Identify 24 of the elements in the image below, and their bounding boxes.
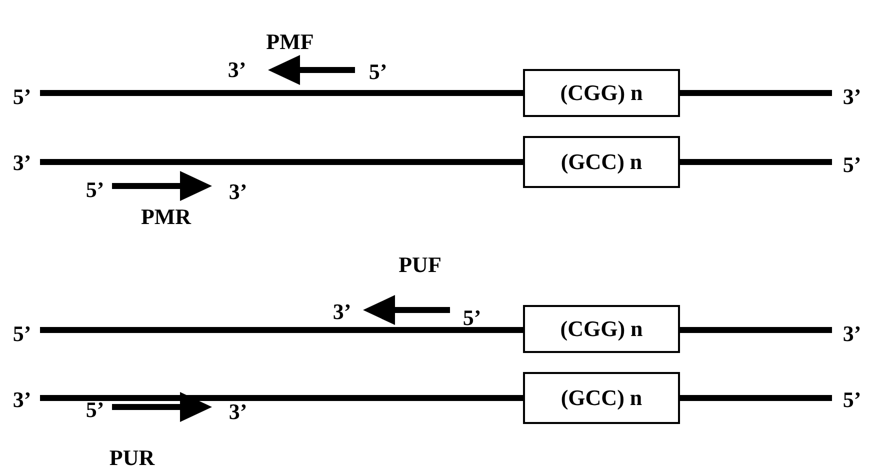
strand-end-label: 5’ (12, 85, 32, 109)
strand-end-label: 3’ (12, 388, 32, 412)
repeat-box: (CGG) n (523, 305, 680, 353)
strand-end-label: 3’ (228, 400, 248, 424)
strand-end-label: 3’ (332, 300, 352, 324)
strand-end-label: 3’ (228, 58, 246, 82)
primer-name: PUR (109, 446, 155, 470)
strand-end-label: 3’ (842, 322, 862, 346)
strand-end-label: 5’ (12, 322, 32, 346)
repeat-box: (GCC) n (523, 136, 680, 188)
strand-end-label: 5’ (86, 178, 104, 202)
strand-end-label: 5’ (842, 388, 862, 412)
primer-name: PUF (398, 253, 442, 277)
strand-end-label: 5’ (86, 398, 104, 422)
primer-name: PMF (266, 30, 314, 54)
strand-end-label: 5’ (462, 306, 482, 330)
repeat-box: (GCC) n (523, 372, 680, 424)
repeat-box: (CGG) n (523, 69, 680, 117)
strand-end-label: 3’ (12, 151, 32, 175)
primer-name: PMR (140, 205, 192, 229)
strand-end-label: 5’ (842, 153, 862, 177)
strand-end-label: 5’ (368, 60, 388, 84)
strand-end-label: 3’ (842, 85, 862, 109)
strand-end-label: 3’ (228, 180, 248, 204)
